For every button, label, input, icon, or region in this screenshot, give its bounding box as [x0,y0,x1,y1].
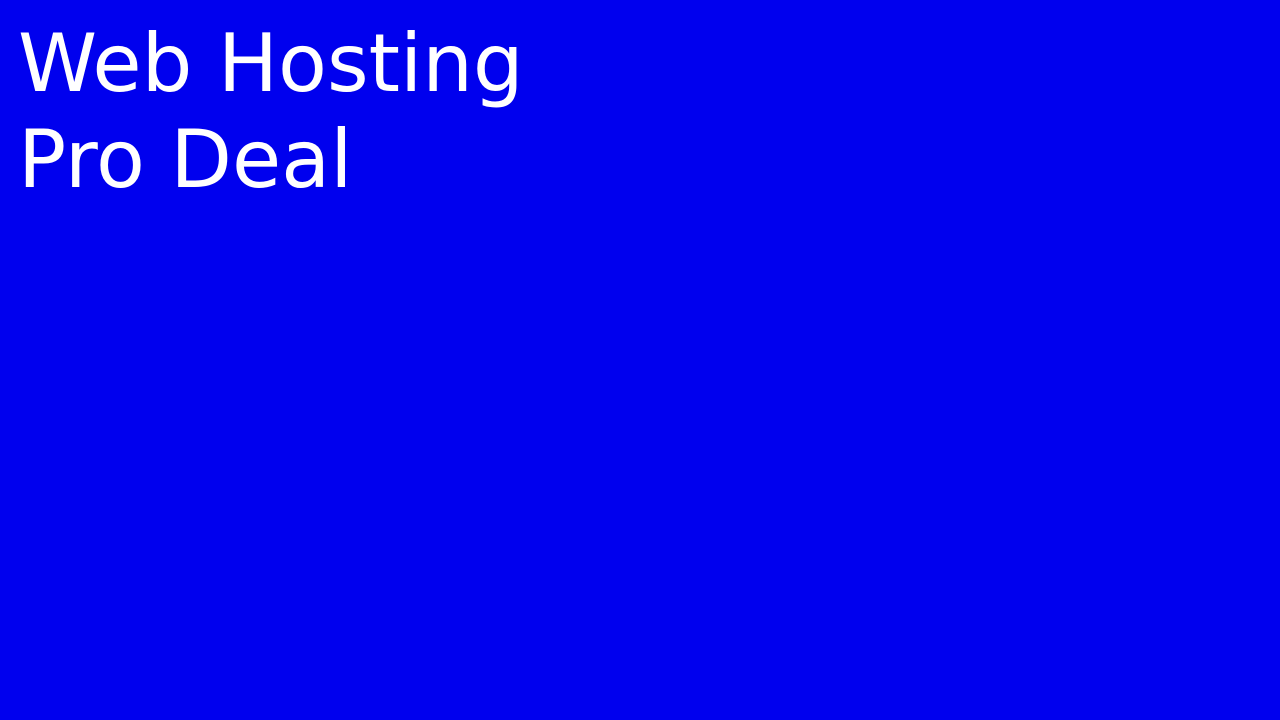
headline: Web Hosting Pro Deal [18,16,524,208]
headline-line-2: Pro Deal [18,113,353,206]
headline-line-1: Web Hosting [18,17,524,110]
